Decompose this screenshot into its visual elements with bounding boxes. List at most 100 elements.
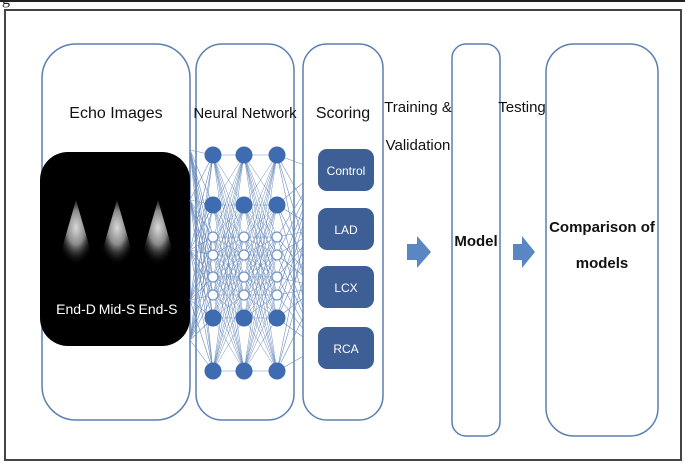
- network-node: [235, 309, 253, 327]
- network-node: [204, 309, 222, 327]
- network-node-hidden: [238, 271, 250, 283]
- frame-label-end-s: End-S: [139, 301, 178, 317]
- network-node-hidden: [207, 289, 219, 301]
- network-edge: [212, 276, 245, 372]
- network-edge: [243, 276, 278, 319]
- network-node: [204, 362, 222, 380]
- network-edge: [243, 236, 278, 372]
- class-box: [318, 266, 374, 308]
- network-node: [204, 196, 222, 214]
- ultrasound-frame-mid-s: [99, 200, 135, 269]
- network-edge: [243, 204, 278, 278]
- network-node-hidden: [238, 231, 250, 243]
- network-edge: [243, 204, 278, 296]
- network-edge: [189, 204, 214, 301]
- network-edge: [212, 154, 245, 238]
- comparison-label-line2: models: [576, 255, 629, 272]
- figure-border: [4, 9, 682, 461]
- network-node-hidden: [207, 271, 219, 283]
- network-edge: [243, 204, 278, 256]
- network-node-hidden: [207, 249, 219, 261]
- network-edge: [243, 154, 278, 256]
- network-edge: [243, 154, 278, 319]
- network-edge: [189, 276, 214, 341]
- network-edge: [189, 294, 214, 341]
- ultrasound-frame-end-d: [58, 200, 94, 269]
- network-edge: [243, 254, 278, 319]
- network-edge: [189, 149, 214, 238]
- class-box: [318, 327, 374, 369]
- network-edge: [189, 254, 214, 301]
- class-label-control: Control: [327, 164, 366, 178]
- network-edge: [212, 254, 245, 296]
- scoring-class-lad: LAD: [318, 208, 374, 250]
- testing-label: Testing: [498, 99, 546, 116]
- network-edge: [212, 204, 245, 372]
- frame-label-mid-s: Mid-S: [99, 301, 136, 317]
- training-arrow-icon: [407, 236, 431, 268]
- network-edge: [243, 294, 278, 372]
- scoring-class-control: Control: [318, 149, 374, 191]
- network-edge: [189, 249, 214, 319]
- echo-images-title: Echo Images: [69, 105, 162, 122]
- top-rule: [0, 0, 685, 2]
- network-node: [235, 196, 253, 214]
- network-edge: [243, 254, 278, 372]
- figure-label: g: [2, 0, 10, 9]
- testing-arrow-icon: [513, 236, 535, 268]
- network-edge: [189, 249, 214, 278]
- network-edge: [212, 204, 245, 296]
- network-edge: [243, 204, 278, 372]
- network-edge: [189, 154, 214, 301]
- network-edge: [189, 199, 214, 372]
- network-node-hidden: [271, 231, 283, 243]
- network-edge: [212, 294, 245, 372]
- ultrasound-frame-end-s: [140, 200, 176, 269]
- network-edge: [243, 154, 278, 206]
- network-node: [235, 146, 253, 164]
- model-panel: [451, 43, 501, 437]
- network-edge: [212, 204, 245, 256]
- network-edge: [189, 254, 214, 341]
- network-edge: [212, 236, 245, 296]
- network-edge: [189, 204, 214, 341]
- comparison-label-line1: Comparison of: [549, 219, 656, 236]
- training-label-line1: Training &: [384, 99, 452, 116]
- network-edge: [212, 254, 245, 372]
- network-edge: [212, 154, 245, 296]
- network-edge: [243, 154, 278, 296]
- network-node: [235, 362, 253, 380]
- network-nodes: [204, 146, 286, 380]
- network-edge: [189, 199, 214, 278]
- network-edge: [243, 236, 278, 256]
- network-edge: [212, 254, 245, 319]
- network-edge: [189, 199, 214, 238]
- network-edge: [212, 236, 245, 319]
- class-box: [318, 208, 374, 250]
- scoring-class-lcx: LCX: [318, 266, 374, 308]
- network-edge: [243, 276, 278, 372]
- network-edge: [243, 236, 278, 278]
- network-edge: [212, 236, 245, 278]
- network-edge: [243, 317, 278, 372]
- network-edge: [189, 249, 214, 372]
- network-edge: [243, 236, 278, 319]
- network-edge: [189, 149, 214, 319]
- network-edge: [212, 154, 245, 319]
- network-node: [268, 309, 286, 327]
- network-edge: [243, 154, 278, 278]
- network-edge: [243, 154, 278, 238]
- class-label-rca: RCA: [333, 342, 358, 356]
- network-edge: [189, 154, 214, 251]
- network-edge: [212, 154, 245, 372]
- network-node: [204, 146, 222, 164]
- network-edge: [212, 236, 245, 256]
- neural-network-title: Neural Network: [193, 105, 297, 122]
- network-edge: [243, 254, 278, 296]
- network-edge: [212, 154, 245, 206]
- frame-label-end-d: End-D: [56, 301, 96, 317]
- class-label-lcx: LCX: [334, 281, 357, 295]
- network-edge: [243, 236, 278, 296]
